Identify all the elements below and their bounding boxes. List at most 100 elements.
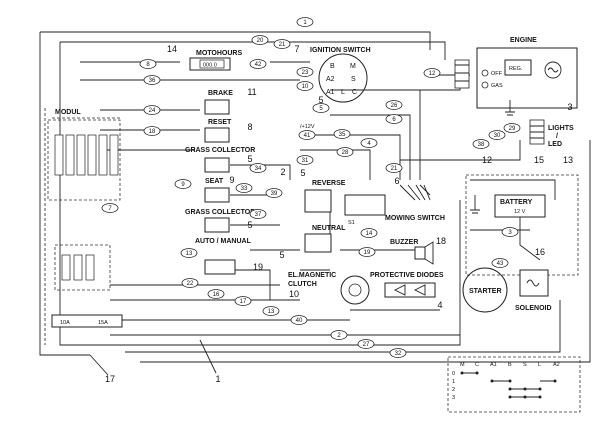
clutch-label-2: CLUTCH [288, 281, 317, 288]
off-indicator [481, 69, 489, 77]
wire-tag: 23 [302, 70, 309, 76]
wire-tag: 18 [149, 129, 156, 135]
wire-tag: 17 [240, 299, 247, 305]
wire-tag: 26 [391, 103, 398, 109]
battery-icon [494, 194, 546, 218]
wire-tag: 21 [391, 166, 398, 172]
diodes-label: PROTECTIVE DIODES [370, 272, 444, 279]
wire-tag: 39 [271, 191, 278, 197]
gas-indicator [481, 81, 489, 89]
col-c: C [475, 362, 479, 368]
wire-tag: 40 [296, 318, 303, 324]
col-b: B [508, 362, 512, 368]
callout: 3 [567, 102, 572, 112]
callout: 4 [437, 300, 442, 310]
col-s: S [523, 362, 527, 368]
wire-tag: 42 [255, 62, 262, 68]
col-m: M [460, 362, 465, 368]
ignition-truth-table: M C A1 B S L A2 0 1 2 3 [447, 356, 581, 413]
wire-tag: 34 [255, 166, 262, 172]
drive-switches: REVERSE NEUTRAL MOWING SWITCH S1 /+12V [300, 124, 445, 253]
callout: 7 [294, 44, 299, 54]
wire-tag: 3 [508, 230, 512, 236]
motohours-display: 000.0 [203, 63, 217, 69]
wire-tag: 10 [302, 84, 309, 90]
modul-lower-relays [54, 244, 111, 291]
diodes-icon [384, 282, 436, 298]
switches: BRAKE RESET GRASS COLLECTOR SEAT GRASS C… [185, 90, 255, 275]
wire-tag: 4 [367, 141, 371, 147]
callout: 5 [247, 154, 252, 164]
solenoid-label: SOLENOID [515, 305, 552, 312]
solenoid-icon [519, 269, 549, 297]
reverse-label: REVERSE [312, 180, 346, 187]
wire-tag: 30 [494, 133, 501, 139]
wire-tag: 28 [342, 150, 349, 156]
callout: 9 [229, 175, 234, 185]
wire-tag: 35 [339, 132, 346, 138]
mowing-switch [344, 194, 386, 216]
wire-tag: 6 [392, 117, 396, 123]
wire-tag: 29 [509, 126, 516, 132]
ground-harness-icon [399, 184, 431, 201]
wire-tag: 20 [257, 38, 264, 44]
wire-tag: 12 [429, 71, 436, 77]
wire-tag: 22 [187, 281, 194, 287]
terminal-s: S [351, 76, 356, 83]
auto-manual-label: AUTO / MANUAL [195, 238, 252, 245]
callout: 2 [280, 167, 285, 177]
wire-tag: 27 [363, 342, 370, 348]
terminal-l: L [341, 89, 345, 96]
reset-label: RESET [208, 119, 232, 126]
callout: 5 [279, 250, 284, 260]
engine-block: ENGINE OFF GAS REG. [454, 37, 578, 116]
engine-label: ENGINE [510, 37, 537, 44]
wire-tag: 5 [319, 106, 323, 112]
wire-tag: 36 [149, 78, 156, 84]
reverse-switch [304, 189, 332, 213]
modul-block: MODUL 10A 15A [47, 109, 123, 328]
wire-tag: 24 [149, 108, 156, 114]
callout: 5 [300, 168, 305, 178]
reset-switch [204, 127, 230, 143]
engine-connector [454, 59, 470, 89]
modul-relays [54, 134, 119, 176]
clutch-icon [340, 275, 370, 305]
seat-switch [204, 187, 230, 203]
terminal-c: C [352, 89, 357, 96]
wire-tag: 38 [478, 142, 485, 148]
terminal-b: B [330, 63, 335, 70]
ignition-switch: IGNITION SWITCH B M A2 S A1 L C [310, 47, 371, 103]
col-a2: A2 [553, 362, 560, 368]
lights-label: LIGHTS [548, 125, 574, 132]
callout: 8 [247, 122, 252, 132]
row-3: 3 [452, 395, 455, 401]
row-1: 1 [452, 379, 455, 385]
callout: 1 [215, 374, 220, 384]
col-a1: A1 [490, 362, 497, 368]
motohours-label: MOTOHOURS [196, 50, 242, 57]
auto-manual-switch [204, 259, 236, 275]
wire-tag: 16 [213, 292, 220, 298]
callout: 17 [105, 374, 115, 384]
motohours-meter: MOTOHOURS 000.0 [189, 50, 242, 71]
wire-tag: 7 [108, 206, 112, 212]
wire-tag: 8 [146, 62, 150, 68]
neutral-switch [304, 233, 332, 253]
wire-tag: 14 [366, 231, 373, 237]
leader-line-17 [89, 354, 109, 376]
callout: 10 [289, 289, 299, 299]
callout: 11 [247, 87, 256, 97]
fuse-holder [51, 314, 123, 328]
battery-label: BATTERY [500, 199, 533, 206]
wire-tag: 1 [303, 20, 307, 26]
wire-tag: 31 [302, 158, 309, 164]
callout: 13 [563, 155, 573, 165]
wire-tag: 43 [497, 261, 504, 267]
buzzer-icon [414, 246, 426, 260]
truth-table-dots [460, 371, 557, 399]
led-label: LED [548, 141, 562, 148]
wire-tag: 13 [186, 251, 193, 257]
engine-gas-label: GAS [491, 83, 503, 89]
